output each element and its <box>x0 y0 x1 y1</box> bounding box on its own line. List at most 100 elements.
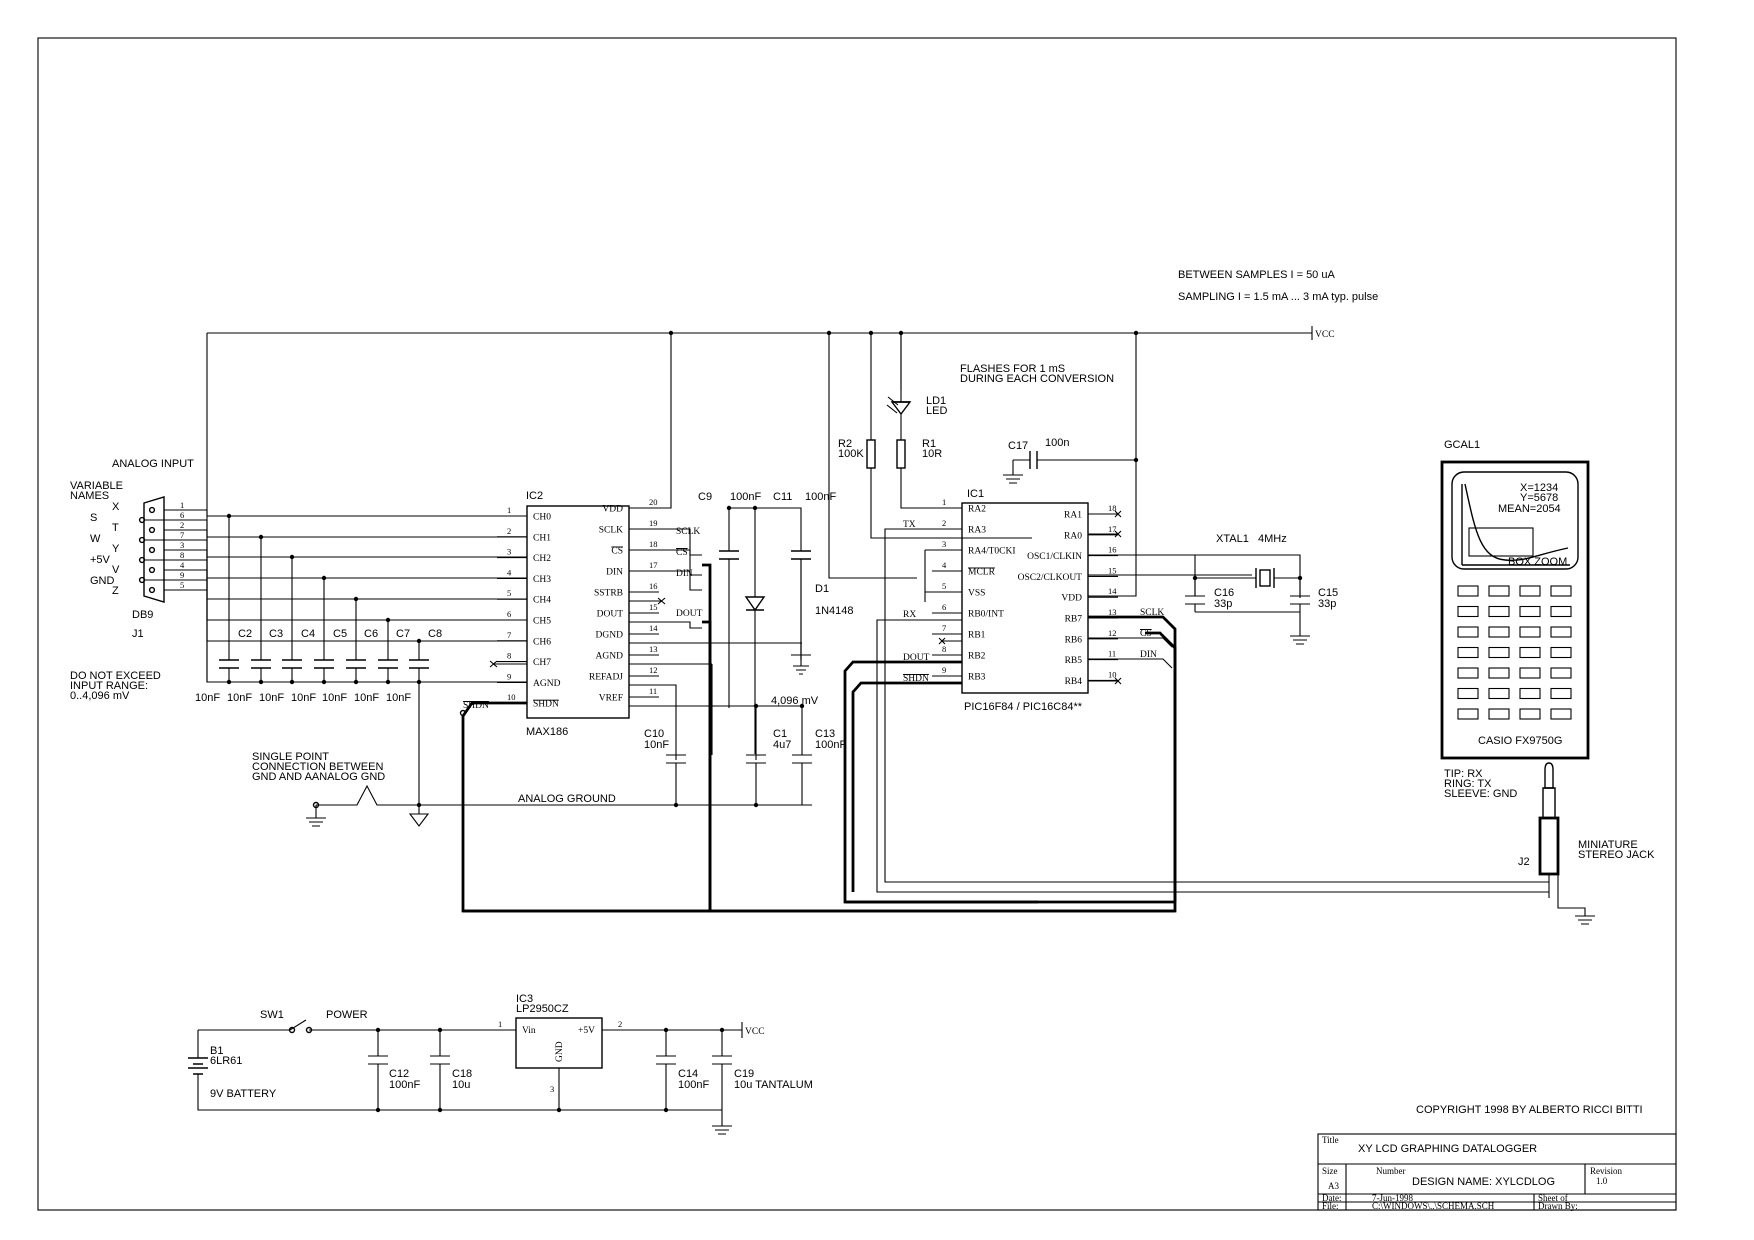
ic2-pin-name: REFADJ <box>589 673 623 683</box>
calc-key <box>1488 708 1510 720</box>
ic1-pin-number: 8 <box>942 644 946 654</box>
ic2-pin-name: VREF <box>599 694 623 704</box>
ic1-pic: IC1 PIC16F84 / PIC16C84** 1RA22RA33RA4/T… <box>932 488 1118 713</box>
do-not-exceed-3: 0..4,096 mV <box>70 690 130 702</box>
ld1-ref: LD1 <box>926 395 946 407</box>
net-cs-ic2: CS <box>676 548 688 558</box>
ic2-max186: IC2 MAX186 1CH02CH13CH24CH35CH46CH57CH68… <box>497 490 659 738</box>
db9-pinnum: 5 <box>180 580 184 590</box>
calc-key <box>1550 646 1572 659</box>
tb-sheet-label: Sheet of <box>1538 1193 1568 1203</box>
title-block: Title XY LCD GRAPHING DATALOGGER Size A3… <box>1317 1133 1677 1211</box>
c2-value: 10nF <box>195 692 220 704</box>
ic2-pin-name: CH1 <box>533 533 551 543</box>
c16-value: 33p <box>1214 598 1232 610</box>
c10-ref: C10 <box>644 728 664 740</box>
power-label: POWER <box>326 1009 368 1021</box>
net-shdn-ic2: SHDN <box>463 701 489 711</box>
tb-revision-label: Revision <box>1590 1166 1623 1176</box>
ic2-pin-number: 20 <box>649 497 658 507</box>
ic2-pin-number: 19 <box>649 518 658 528</box>
vref-value: 4,096 mV <box>771 695 819 707</box>
ic2-pin-name: CH3 <box>533 575 551 585</box>
calc-x: X=1234 <box>1520 482 1558 494</box>
c5-ref: C5 <box>333 628 347 640</box>
c1-value: 4u7 <box>773 739 791 751</box>
ic2-pin-name: SHDN <box>533 700 559 710</box>
d1-ref: D1 <box>815 583 829 595</box>
sw1-ref: SW1 <box>260 1009 284 1021</box>
calc-mean: MEAN=2054 <box>1498 503 1561 515</box>
tb-date-label: Date: <box>1322 1193 1342 1203</box>
ic1-pin-number: 1 <box>942 497 946 507</box>
ic2-pin-number: 7 <box>507 630 511 640</box>
c7-value: 10nF <box>354 692 379 704</box>
ic2-pin-name: DOUT <box>597 610 624 620</box>
c6-ref: C6 <box>364 628 378 640</box>
r1-ref: R1 <box>922 438 936 450</box>
ic2-pin-name: AGND <box>533 679 561 689</box>
ic1-right-wiring: XTAL1 4MHz C16 33p C15 33p SCLK CS DIN <box>710 510 1338 913</box>
tb-file-label: File: <box>1322 1201 1339 1211</box>
input-filter-caps: C2 C3 C4 C5 C6 C7 C8 10nF 10nF 10nF 10nF… <box>195 516 527 805</box>
tb-title: XY LCD GRAPHING DATALOGGER <box>1358 1143 1537 1155</box>
db9-pinnum: 7 <box>180 530 184 540</box>
calc-key <box>1457 646 1479 659</box>
ic1-part: PIC16F84 / PIC16C84** <box>964 701 1083 713</box>
net-rx: RX <box>903 610 916 620</box>
ic2-pin-name: CH5 <box>533 617 551 627</box>
calc-key <box>1457 708 1479 720</box>
db9-type-label: DB9 <box>132 609 153 621</box>
ic1-pin-name: RA2 <box>968 505 986 515</box>
led-ld1: LD1 LED FLASHES FOR 1 mS DURING EACH CON… <box>886 333 1114 440</box>
ic1-pin-number: 11 <box>1108 649 1116 659</box>
tb-size: A3 <box>1328 1181 1339 1191</box>
note-between-samples: BETWEEN SAMPLES I = 50 uA <box>1178 269 1335 281</box>
ring-label: RING: TX <box>1444 778 1492 790</box>
vcc2-label: VCC <box>745 1027 765 1037</box>
db9-pinnum: 6 <box>180 510 184 520</box>
calc-key <box>1519 708 1541 720</box>
net-sclk-ic2: SCLK <box>676 527 700 537</box>
db9-signal-name: V <box>112 564 120 576</box>
calc-key <box>1550 585 1572 597</box>
battery-label: 9V BATTERY <box>210 1088 277 1100</box>
ic1-pin-number: 12 <box>1108 628 1117 638</box>
analog-ground-label: ANALOG GROUND <box>518 793 616 805</box>
db9-pinnum: 2 <box>180 520 184 530</box>
flashes-1: FLASHES FOR 1 mS <box>960 363 1065 375</box>
calc-key <box>1457 667 1479 679</box>
ic3-vout: +5V <box>578 1026 595 1036</box>
analog-input-label: ANALOG INPUT <box>112 458 194 470</box>
calc-key <box>1550 708 1572 720</box>
sleeve-label: SLEEVE: GND <box>1444 788 1517 800</box>
ld1-value: LED <box>926 405 947 417</box>
xtal1-ref: XTAL1 <box>1216 533 1249 545</box>
ic1-pin-name: RB2 <box>968 652 986 662</box>
ic1-pin-name: OSC2/CLKOUT <box>1018 573 1083 583</box>
xtal1-value: 4MHz <box>1258 533 1287 545</box>
stereo-jack-j2: TIP: RX RING: TX SLEEVE: GND J2 MINIATUR… <box>1444 762 1655 925</box>
c4-value: 10nF <box>259 692 284 704</box>
db9-pin-5 <box>148 586 207 594</box>
ic1-pin-name: RA4/T0CKI <box>968 547 1016 557</box>
calc-key <box>1488 626 1510 638</box>
mini-jack-2: STEREO JACK <box>1578 849 1655 861</box>
db9-pinnum: 3 <box>180 540 184 550</box>
ic2-pin-number: 13 <box>649 644 658 654</box>
calc-y: Y=5678 <box>1520 492 1558 504</box>
calc-key <box>1519 605 1541 618</box>
c17: C17 100n <box>1003 437 1139 484</box>
c16-ref: C16 <box>1214 587 1234 599</box>
ic3-ref: IC3 <box>516 993 533 1005</box>
net-dout-ic2: DOUT <box>676 609 703 619</box>
db9-pin-1 <box>148 506 207 514</box>
